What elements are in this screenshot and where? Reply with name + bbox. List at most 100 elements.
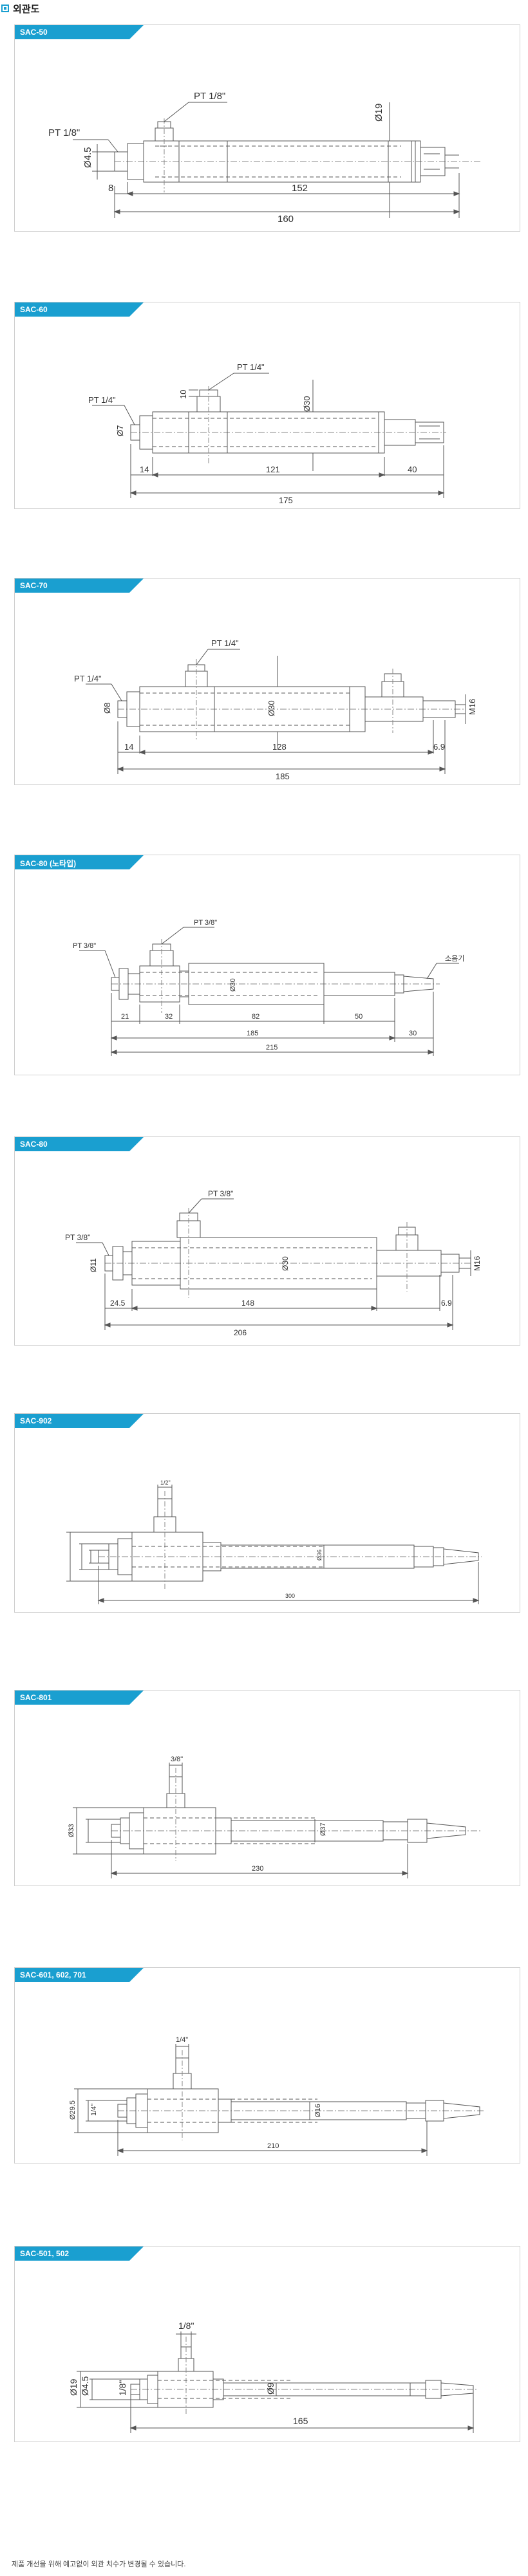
model-tag: SAC-80 (노타입): [15, 855, 144, 869]
model-tag: SAC-801: [15, 1691, 144, 1705]
body-diameter-label: Ø37: [319, 1822, 327, 1836]
port-top-label: 1/4": [176, 2036, 188, 2044]
dim-total-label: 210: [267, 2142, 279, 2150]
port-top-label: 1/2": [160, 1479, 171, 1486]
thread-right-label: M16: [473, 1256, 482, 1271]
dim-total-label: 165: [293, 2416, 308, 2426]
outline-drawing: 1/8" Ø19 Ø4.5 1/8" Ø9 165: [68, 2321, 478, 2433]
footnote: 제품 개선을 위해 예고없이 외관 치수가 변경될 수 있습니다.: [12, 2561, 186, 2568]
model-tag: SAC-50: [15, 25, 144, 39]
model-tag-label: SAC-801: [20, 1693, 52, 1702]
drawing-panel-sac-80-notype: SAC-80 (노타입): [14, 855, 520, 1075]
model-tag-label: SAC-50: [20, 28, 48, 37]
model-tag: SAC-70: [15, 579, 144, 593]
outline-drawing: PT 1/4" PT 1/4" 10 Ø30 Ø7 14 121 40 175: [88, 362, 446, 505]
left-diameter-label: Ø7: [115, 425, 125, 436]
dim-a-label: 14: [124, 742, 133, 752]
port-left-label: PT 1/8": [48, 127, 80, 138]
drawing-panel-sac-70: SAC-70 P: [14, 578, 520, 785]
section-header: 외관도: [1, 0, 39, 17]
body-diameter-label: Ø36: [316, 1550, 323, 1561]
model-tag: SAC-80: [15, 1137, 144, 1151]
outline-drawing: PT 1/4" PT 1/4" Ø30 Ø8 M16 14 128 6.9 18…: [74, 638, 477, 781]
left-inner-diameter-label: Ø4.5: [80, 2376, 90, 2396]
outline-drawing: 3/8" Ø33 Ø37 230: [68, 1756, 482, 1878]
left-thread-label: 1/8": [117, 2380, 127, 2396]
model-tag: SAC-601, 602, 701: [15, 1968, 144, 1982]
drawing-panel-sac-80: SAC-80 PT 3/8: [14, 1136, 520, 1346]
dim-e-label: 30: [409, 1030, 417, 1037]
drawing-panel-sac-501-502: SAC-501, 502 1/8" Ø19: [14, 2246, 520, 2442]
outline-drawing: 1/2" Ø36 300: [66, 1479, 482, 1604]
dim-a-label: 24.5: [110, 1299, 126, 1308]
dim-total-label: 175: [279, 496, 293, 505]
body-diameter-label: Ø16: [314, 2104, 322, 2117]
model-tag: SAC-60: [15, 302, 144, 317]
left-thread-label: 1/4": [90, 2104, 98, 2116]
body-diameter-label: Ø30: [302, 396, 312, 412]
left-diameter-label: Ø19: [68, 2378, 79, 2396]
dim-c-label: 6.9: [433, 742, 445, 752]
drawing-panel-sac-50: SAC-50: [14, 24, 520, 232]
body-diameter-label: Ø19: [373, 104, 384, 122]
square-bullet-icon: [1, 5, 9, 12]
model-tag-label: SAC-70: [20, 581, 48, 590]
dim-b-label: 32: [165, 1013, 173, 1021]
model-tag-label: SAC-902: [20, 1416, 52, 1425]
port-top-label: PT 1/8": [194, 91, 225, 102]
dim-a-label: 21: [121, 1013, 129, 1021]
dim-a-label: 8: [108, 183, 113, 194]
left-diameter-label: Ø29.5: [69, 2100, 77, 2120]
outline-drawing: 1/4" Ø29.5 1/4" Ø16 210: [69, 2036, 485, 2156]
dim-mid-label: 185: [247, 1030, 258, 1037]
outline-drawing: PT 1/8" PT 1/8" Ø19 Ø4.5 8 152 160: [48, 91, 482, 225]
drawing-panel-sac-601-602-701: SAC-601, 602, 701 1/4" Ø29.: [14, 1967, 520, 2164]
port-top-label: PT 1/4": [237, 362, 265, 372]
dim-total-label: 160: [278, 214, 294, 225]
body-diameter-label: Ø30: [267, 700, 276, 716]
port-height-label: 10: [178, 390, 188, 399]
drawing-panel-sac-902: SAC-902 1/2": [14, 1413, 520, 1613]
outline-drawing: PT 3/8" PT 3/8" 소음기 Ø30 21 32 82 50 30 1…: [73, 919, 464, 1056]
thread-right-label: M16: [467, 699, 477, 715]
dim-b-label: 148: [241, 1299, 254, 1308]
port-left-label: PT 1/4": [88, 395, 116, 405]
port-top-label: PT 3/8": [194, 919, 217, 927]
port-top-label: 3/8": [171, 1756, 183, 1763]
silencer-label: 소음기: [445, 954, 464, 963]
dim-total-label: 215: [266, 1044, 278, 1052]
left-diameter-label: Ø8: [102, 703, 112, 714]
dim-total-label: 185: [276, 772, 290, 781]
model-tag-label: SAC-60: [20, 305, 48, 314]
model-tag: SAC-902: [15, 1414, 144, 1428]
dim-total-label: 300: [285, 1593, 295, 1599]
dim-c-label: 6.9: [441, 1299, 452, 1308]
model-tag-label: SAC-80 (노타입): [20, 859, 77, 868]
left-diameter-label: Ø4.5: [82, 147, 93, 168]
port-left-label: PT 1/4": [74, 674, 102, 683]
dim-total-label: 230: [252, 1865, 263, 1873]
model-tag-label: SAC-80: [20, 1140, 48, 1149]
dim-a-label: 14: [140, 465, 149, 474]
dim-b-label: 121: [266, 465, 280, 474]
model-tag-label: SAC-601, 602, 701: [20, 1970, 86, 1979]
drawing-panel-sac-801: SAC-801 3/8" Ø33 Ø37: [14, 1690, 520, 1886]
dim-total-label: 206: [234, 1328, 247, 1337]
dim-c-label: 40: [408, 465, 417, 474]
port-top-label: PT 1/4": [211, 638, 239, 648]
model-tag-label: SAC-501, 502: [20, 2249, 70, 2258]
port-top-label: 1/8": [178, 2321, 194, 2331]
port-left-label: PT 3/8": [73, 942, 96, 950]
drawing-panel-sac-60: SAC-60 PT 1/4: [14, 302, 520, 509]
body-diameter-label: Ø30: [229, 978, 237, 992]
left-diameter-label: Ø11: [89, 1258, 98, 1272]
dim-b-label: 128: [272, 742, 287, 752]
dim-c-label: 82: [252, 1013, 259, 1021]
section-title: 외관도: [13, 3, 40, 15]
model-tag: SAC-501, 502: [15, 2247, 144, 2261]
left-diameter-label: Ø33: [68, 1824, 75, 1837]
body-diameter-label: Ø9: [265, 2382, 276, 2395]
dim-d-label: 50: [355, 1013, 363, 1021]
body-diameter-label: Ø30: [281, 1256, 290, 1271]
port-left-label: PT 3/8": [65, 1233, 90, 1242]
